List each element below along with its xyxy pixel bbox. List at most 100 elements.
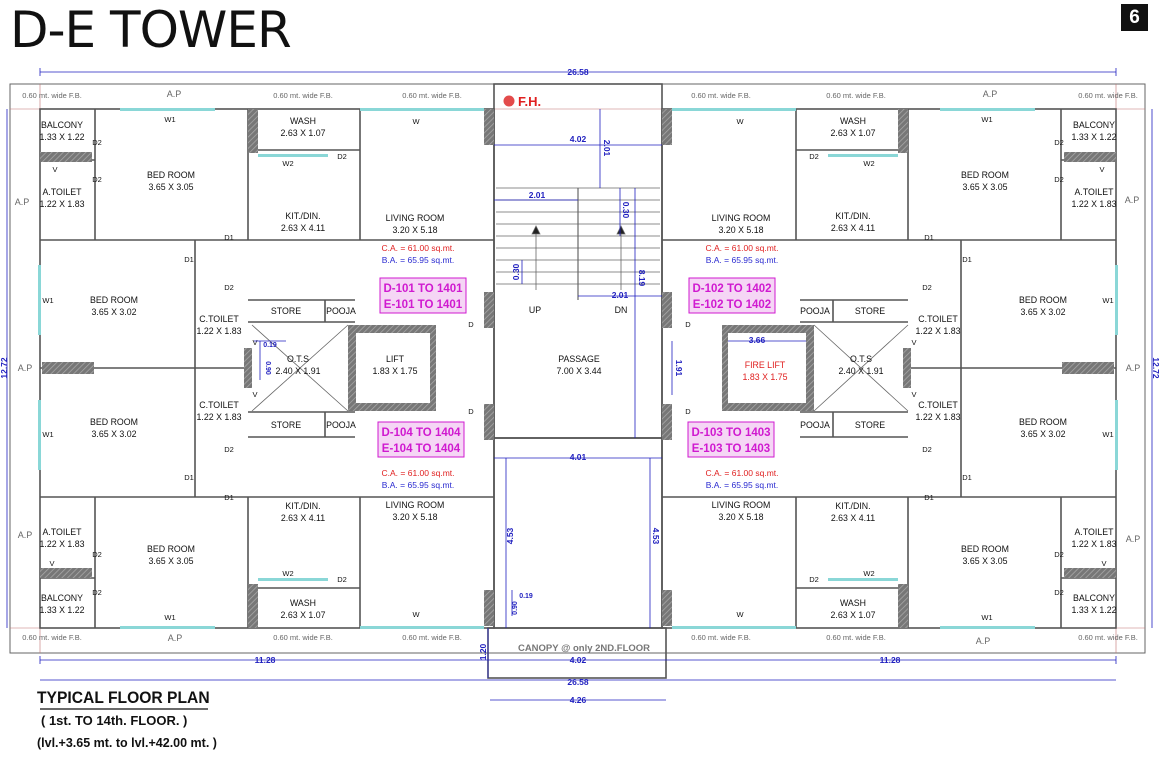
svg-text:W2: W2 xyxy=(282,569,293,578)
dim-3-66: 3.66 xyxy=(749,335,766,345)
room-name: STORE xyxy=(855,306,885,316)
svg-text:W1: W1 xyxy=(981,613,992,622)
unit-label: E-102 TO 1402 xyxy=(693,299,771,311)
stair-up-label: UP xyxy=(529,305,541,315)
room-size: 2.63 X 1.07 xyxy=(281,128,326,138)
room-name: A.TOILET xyxy=(43,187,83,197)
svg-text:W1: W1 xyxy=(42,296,53,305)
room-size: 3.20 X 5.18 xyxy=(719,512,764,522)
caption-block: TYPICAL FLOOR PLAN ( 1st. TO 14th. FLOOR… xyxy=(37,688,225,752)
svg-text:D2: D2 xyxy=(224,283,234,292)
ap-label: A.P xyxy=(1125,195,1140,205)
room-name: BED ROOM xyxy=(1019,417,1067,427)
svg-text:D2: D2 xyxy=(809,152,819,161)
room-size: 3.65 X 3.05 xyxy=(963,182,1008,192)
fb-label: 0.60 mt. wide F.B. xyxy=(1078,91,1138,100)
svg-text:D2: D2 xyxy=(92,588,102,597)
stair-steps xyxy=(496,187,660,300)
room-size: 1.22 X 1.83 xyxy=(40,199,85,209)
room-size: 1.22 X 1.83 xyxy=(916,412,961,422)
left-wing-walls xyxy=(39,108,495,629)
svg-text:D2: D2 xyxy=(337,152,347,161)
room-name: LIVING ROOM xyxy=(712,213,771,223)
svg-text:D2: D2 xyxy=(922,445,932,454)
room-name: A.TOILET xyxy=(1075,527,1115,537)
room-size: 3.65 X 3.05 xyxy=(149,556,194,566)
built-area: B.A. = 65.95 sq.mt. xyxy=(382,480,455,490)
room-size: 1.22 X 1.83 xyxy=(1072,199,1117,209)
windows xyxy=(38,108,1118,629)
room-name: POOJA xyxy=(800,420,830,430)
room-size: 3.65 X 3.02 xyxy=(92,307,137,317)
room-name: BED ROOM xyxy=(147,170,195,180)
room-name: LIFT xyxy=(386,354,405,364)
fb-label: 0.60 mt. wide F.B. xyxy=(826,91,886,100)
room-size: 1.22 X 1.83 xyxy=(197,326,242,336)
core-walls xyxy=(487,83,667,679)
room-size: 2.63 X 1.07 xyxy=(281,610,326,620)
room-size: 2.63 X 4.11 xyxy=(831,513,875,523)
caption-title: TYPICAL FLOOR PLAN xyxy=(37,688,210,707)
area-labels: C.A. = 61.00 sq.mt. B.A. = 65.95 sq.mt. … xyxy=(382,243,779,490)
page-title: D-E TOWER xyxy=(10,1,292,59)
dim-stair-lower: 4.01 xyxy=(570,452,587,462)
unit-labels: D-101 TO 1401 E-101 TO 1401 D-102 TO 140… xyxy=(377,277,776,458)
room-size: 3.20 X 5.18 xyxy=(719,225,764,235)
dim-0-90: 0.90 xyxy=(512,601,519,615)
svg-text:D1: D1 xyxy=(924,233,934,242)
hatched-walls xyxy=(40,109,1116,628)
carpet-area: C.A. = 61.00 sq.mt. xyxy=(382,243,455,253)
svg-text:D2: D2 xyxy=(922,283,932,292)
room-size: 1.22 X 1.83 xyxy=(197,412,242,422)
room-size: 1.83 X 1.75 xyxy=(373,366,418,376)
svg-text:W1: W1 xyxy=(42,430,53,439)
room-name: O.T.S xyxy=(850,354,872,364)
dim-total-width: 26.58 xyxy=(567,677,589,687)
dim-4-53: 4.53 xyxy=(505,527,515,544)
dim-1-91: 1.91 xyxy=(674,360,684,377)
fb-label: 0.60 mt. wide F.B. xyxy=(273,91,333,100)
dimension-labels: 26.58 11.28 11.28 4.02 26.58 4.26 4.02 2… xyxy=(255,67,901,705)
room-labels: BALCONY 1.33 X 1.22 A.TOILET 1.22 X 1.83… xyxy=(40,116,1117,620)
room-name: A.TOILET xyxy=(43,527,83,537)
svg-text:D1: D1 xyxy=(924,493,934,502)
svg-text:W: W xyxy=(412,117,420,126)
room-name: WASH xyxy=(840,598,866,608)
stair-down-label: DN xyxy=(615,305,628,315)
carpet-area: C.A. = 61.00 sq.mt. xyxy=(382,468,455,478)
dim-2-01: 2.01 xyxy=(529,190,546,200)
svg-text:W2: W2 xyxy=(863,569,874,578)
room-name: BED ROOM xyxy=(90,295,138,305)
caption-levels: (lvl.+3.65 mt. to lvl.+42.00 mt. ) xyxy=(37,736,217,750)
ap-label: A.P xyxy=(1126,534,1141,544)
fb-label: 0.60 mt. wide F.B. xyxy=(22,91,82,100)
room-size: 7.00 X 3.44 xyxy=(557,366,602,376)
room-size: 3.65 X 3.05 xyxy=(149,182,194,192)
unit-label: E-103 TO 1403 xyxy=(692,443,770,455)
fb-label: 0.60 mt. wide F.B. xyxy=(22,633,82,642)
svg-text:D2: D2 xyxy=(92,138,102,147)
dim-0-19: 0.19 xyxy=(519,593,533,600)
room-name: BALCONY xyxy=(1073,593,1115,603)
fire-hydrant-icon xyxy=(503,95,515,107)
built-area: B.A. = 65.95 sq.mt. xyxy=(706,255,779,265)
svg-text:V: V xyxy=(1099,165,1104,174)
built-area: B.A. = 65.95 sq.mt. xyxy=(382,255,455,265)
svg-text:V: V xyxy=(252,390,257,399)
room-name: LIVING ROOM xyxy=(712,500,771,510)
svg-text:V: V xyxy=(911,338,916,347)
room-size: 2.40 X 1.91 xyxy=(839,366,884,376)
unit-label: E-101 TO 1401 xyxy=(384,299,463,311)
ap-label: A.P xyxy=(168,633,183,643)
svg-text:D2: D2 xyxy=(1054,550,1064,559)
svg-text:D2: D2 xyxy=(1054,175,1064,184)
fb-label: 0.60 mt. wide F.B. xyxy=(691,633,751,642)
fb-label: 0.60 mt. wide F.B. xyxy=(402,91,462,100)
dim-canopy-width: 4.26 xyxy=(570,695,587,705)
room-size: 1.22 X 1.83 xyxy=(1072,539,1117,549)
page-number-badge: 6 xyxy=(1121,4,1148,31)
room-name: BALCONY xyxy=(41,593,83,603)
room-name: BED ROOM xyxy=(961,170,1009,180)
ap-label: A.P xyxy=(15,197,30,207)
room-name: C.TOILET xyxy=(918,314,958,324)
